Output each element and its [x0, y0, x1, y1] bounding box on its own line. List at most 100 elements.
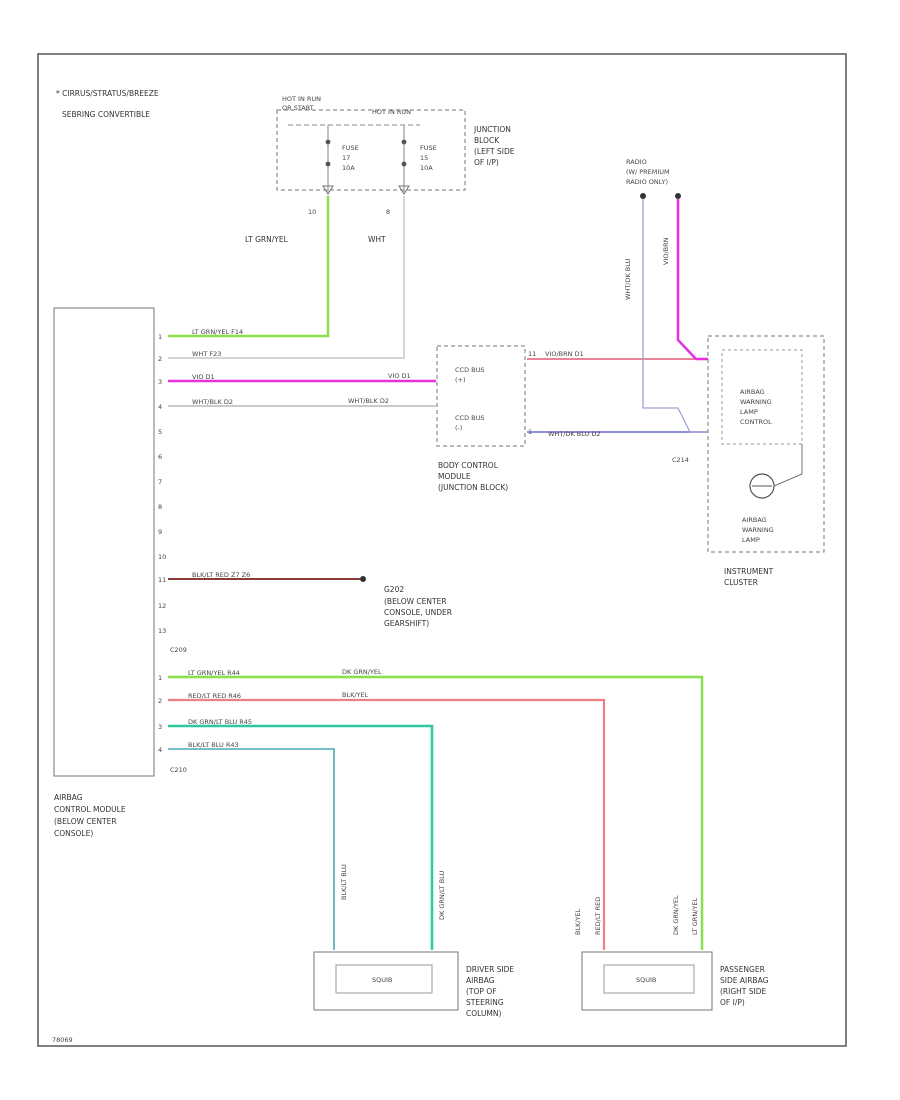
passenger-wire-a2-label: RED/LT RED: [594, 897, 602, 935]
passenger-wire-b-label: DK GRN/YEL: [672, 895, 680, 935]
acm-pin-number: 5: [158, 428, 162, 436]
radio-title-line: (W/ PREMIUM: [626, 168, 670, 176]
driver-title-line: STEERING: [466, 998, 504, 1007]
fuse-15-icon: [401, 139, 407, 145]
lamp-control-line: AIRBAG: [740, 388, 765, 396]
junction-title-line: JUNCTION: [473, 125, 511, 134]
acm-pin-number: 7: [158, 478, 162, 486]
wire-radio-wht-dk-blu: [642, 199, 708, 433]
driver-title-line: COLUMN): [466, 1009, 502, 1018]
passenger-title-line: PASSENGER: [720, 965, 765, 974]
passenger-title-line: OF I/P): [720, 998, 745, 1007]
wire-blk-lt-blu-r43: [168, 748, 335, 950]
fuse-a-line: FUSE: [342, 144, 359, 152]
acm-pin-wire-label: WHT F23: [192, 350, 221, 358]
ccd-plus-line: CCD BUS: [455, 366, 485, 374]
bcm-wire-top-label: VIO/BRN D1: [545, 350, 584, 358]
acm-lower-pin-number: 3: [158, 723, 162, 731]
ccd-plus-line: (+): [455, 376, 466, 384]
driver-title-line: DRIVER SIDE: [466, 965, 514, 974]
acm-conn-c210: C210: [170, 766, 187, 774]
wire-dk-grn-lt-blu-r45: [168, 724, 434, 950]
passenger-wire-b2-label: LT GRN/YEL: [691, 898, 699, 935]
lamp-line: WARNING: [742, 526, 774, 534]
acm-pin-number: 13: [158, 627, 166, 635]
passenger-squib-box: [603, 964, 695, 994]
radio-title-line: RADIO: [626, 158, 647, 166]
fuse-wire-b-label: WHT: [368, 235, 386, 244]
fuse-a-line: 10A: [342, 164, 355, 172]
fuse-pin-b: 8: [386, 208, 390, 216]
junction-title-line: BLOCK: [474, 136, 500, 145]
bcm-title-line: (JUNCTION BLOCK): [438, 483, 508, 492]
radio-connector-a-icon: [640, 193, 646, 199]
lamp-line: AIRBAG: [742, 516, 767, 524]
cluster-title-line: CLUSTER: [724, 578, 758, 587]
lamp-control-line: LAMP: [740, 408, 758, 416]
acm-lower-pin-wire-label: LT GRN/YEL R44: [188, 669, 240, 677]
fuse-hdr-right-line: HOT IN RUN: [372, 108, 411, 116]
lower-right-label-2: BLK/YEL: [342, 691, 369, 699]
figure-id: 78069: [52, 1036, 73, 1044]
ground-desc-line: CONSOLE, UNDER: [384, 608, 452, 617]
fuse-b-line: FUSE: [420, 144, 437, 152]
note-line-2: SEBRING CONVERTIBLE: [62, 110, 150, 119]
ground-g202-icon: [360, 576, 366, 582]
fuse-wire-a-label: LT GRN/YEL: [245, 235, 289, 244]
acm-pin-number: 3: [158, 378, 162, 386]
acm-pin-number: 4: [158, 403, 162, 411]
radio-wire-a-label: WHT/DK BLU: [624, 258, 632, 300]
acm-pin-wire-label: VIO D1: [192, 373, 215, 381]
wire-radio-vio-brn: [676, 199, 708, 361]
radio-wire-b-label: VIO/BRN: [662, 237, 670, 265]
fuse-hdr-left-line: HOT IN RUN: [282, 95, 321, 103]
bcm-title-line: BODY CONTROL: [438, 461, 499, 470]
acm-title-line: (BELOW CENTER: [54, 817, 117, 826]
radio-title-line: RADIO ONLY): [626, 178, 668, 186]
lamp-control-box: [721, 349, 803, 445]
fuse-b-line: 10A: [420, 164, 433, 172]
acm-pin-wire-label: WHT/BLK D2: [192, 398, 233, 406]
fuse-pin-a: 10: [308, 208, 316, 216]
acm-pin-number: 11: [158, 576, 166, 584]
bcm-pin-top: 11: [528, 350, 536, 358]
bcm-title: BODY CONTROL MODULE (JUNCTION BLOCK): [438, 461, 508, 492]
driver-airbag-box: [313, 951, 459, 1011]
acm-lower-pin-wire-label: RED/LT RED R46: [188, 692, 241, 700]
fuse-hdr-left-line: OR START: [282, 104, 314, 112]
acm-title-line: CONTROL MODULE: [54, 805, 126, 814]
ground-desc-line: (BELOW CENTER: [384, 597, 447, 606]
acm-pin-number: 9: [158, 528, 162, 536]
passenger-squib-label: SQUIB: [636, 976, 656, 984]
passenger-airbag-box: [581, 951, 713, 1011]
ccd-minus-line: CCD BUS: [455, 414, 485, 422]
body-control-module-box: [436, 345, 526, 447]
acm-pin-number: 8: [158, 503, 162, 511]
radio-connector-b-icon: [675, 193, 681, 199]
ground-name: G202: [384, 585, 404, 594]
passenger-title-line: (RIGHT SIDE: [720, 987, 767, 996]
driver-title-line: (TOP OF: [466, 987, 497, 996]
acm-pin-wire-label: BLK/LT RED Z7 Z6: [192, 571, 250, 579]
bcm-title-line: MODULE: [438, 472, 471, 481]
acm-mid-wire-right: VIO D1: [388, 372, 411, 380]
passenger-wire-a-label: BLK/YEL: [574, 908, 582, 935]
acm-mid-wire-right2: WHT/BLK D2: [348, 397, 389, 405]
acm-pin-number: 2: [158, 355, 162, 363]
wire-lt-grn-yel-f14: [168, 196, 330, 338]
acm-lower-pin-number: 2: [158, 697, 162, 705]
wire-wht-f23: [168, 196, 405, 359]
acm-pin-number: 10: [158, 553, 166, 561]
ground-desc: (BELOW CENTER CONSOLE, UNDER GEARSHIFT): [384, 597, 452, 628]
acm-pin-number: 12: [158, 602, 166, 610]
radio-title: RADIO (W/ PREMIUM RADIO ONLY): [626, 158, 670, 186]
ground-desc-line: GEARSHIFT): [384, 619, 429, 628]
junction-title-line: OF I/P): [474, 158, 499, 167]
